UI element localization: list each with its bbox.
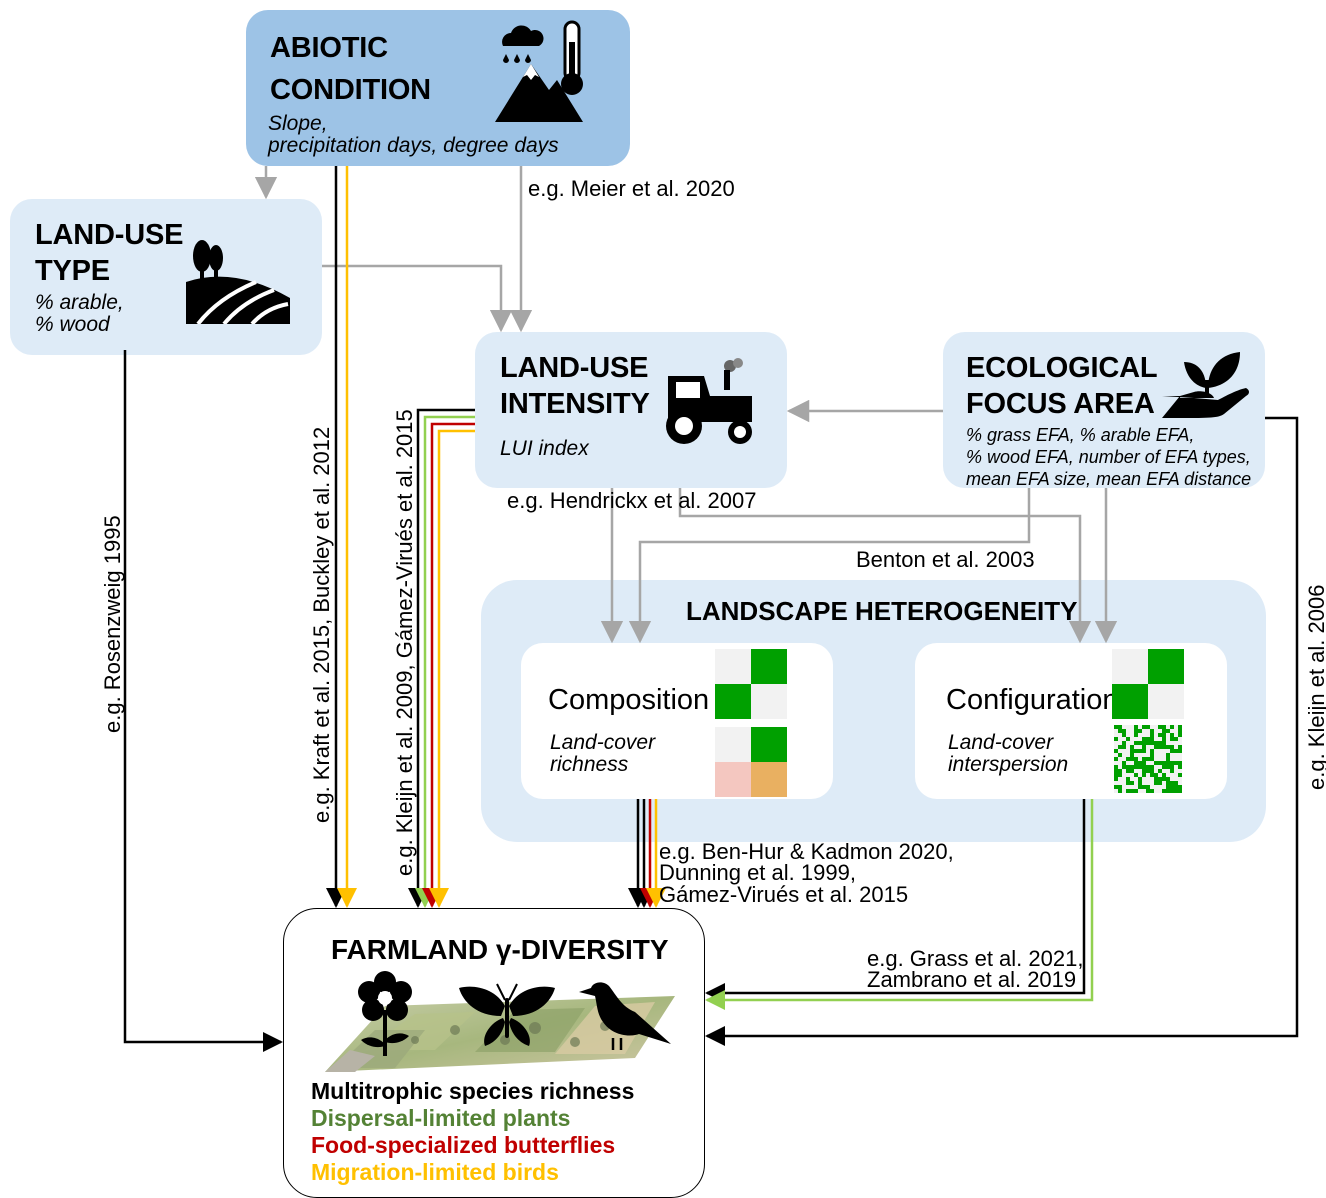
bird-icon	[579, 982, 671, 1050]
composition-title: Composition	[548, 684, 710, 716]
legend-butterflies: Food-specialized butterflies	[311, 1132, 616, 1158]
heterogeneity-title: LANDSCAPE HETEROGENEITY	[686, 596, 1078, 626]
landuse-type-sub-line1: % arable,	[35, 291, 124, 314]
landuse-type-title-line1: LAND-USE	[35, 219, 184, 251]
composition-grid-icon	[715, 649, 787, 797]
legend-multitrophic: Multitrophic species richness	[311, 1078, 635, 1104]
land-use-type-box	[10, 199, 322, 355]
abiotic-sub-line2: precipitation days, degree days	[268, 134, 559, 157]
arrow-landuse-type-to-intensity	[322, 264, 513, 333]
arrow-intensity-to-diversity-birds	[429, 429, 475, 908]
ref-benhur-line2: Dunning et al. 1999,	[659, 860, 856, 885]
diversity-title: FARMLAND γ-DIVERSITY	[331, 934, 669, 965]
plant-in-hand-icon	[1162, 352, 1249, 418]
abiotic-title-line1: ABIOTIC	[270, 32, 388, 64]
efa-title-line1: ECOLOGICAL	[966, 352, 1158, 384]
legend-birds: Migration-limited birds	[311, 1159, 559, 1185]
landuse-type-sub-line2: % wood	[35, 313, 110, 336]
ref-rosenzweig: e.g. Rosenzweig 1995	[100, 515, 125, 733]
efa-sub-line3: mean EFA size, mean EFA distance	[966, 469, 1252, 489]
arrow-configuration-to-diversity-all	[705, 799, 1086, 1003]
ref-benton: Benton et al. 2003	[856, 547, 1035, 572]
abiotic-title-line2: CONDITION	[270, 74, 431, 106]
flower-icon	[358, 971, 412, 1056]
tractor-icon	[666, 358, 752, 444]
arrow-configuration-to-diversity-plants	[705, 799, 1094, 1010]
arrow-landuse-type-to-diversity	[123, 350, 283, 1052]
ref-benhur-line1: e.g. Ben-Hur & Kadmon 2020,	[659, 839, 954, 864]
configuration-sub-line1: Land-cover	[948, 731, 1054, 754]
arrow-efa-to-composition	[628, 488, 1031, 644]
farm-field-icon	[186, 240, 290, 324]
arrow-intensity-to-diversity-butterflies	[422, 422, 475, 908]
ref-grass-line2: Zambrano et al. 2019	[867, 967, 1077, 992]
ref-kleijn-2009: e.g. Kleijn et al. 2009, Gámez-Virués et…	[392, 409, 417, 876]
configuration-grid-icon	[1112, 649, 1184, 793]
ref-kleijn-2006: e.g. Kleijn et al. 2006	[1304, 584, 1326, 790]
butterfly-icon	[459, 983, 555, 1046]
intensity-sub: LUI index	[500, 437, 589, 460]
arrow-intensity-to-configuration	[678, 488, 1092, 644]
mountain-weather-icon	[495, 20, 583, 122]
efa-title-line2: FOCUS AREA	[966, 388, 1155, 420]
configuration-title: Configuration	[946, 684, 1119, 716]
configuration-sub-line2: interspersion	[948, 753, 1069, 776]
arrow-intensity-to-diversity-plants	[415, 415, 475, 908]
efa-sub-line2: % wood EFA, number of EFA types,	[966, 447, 1251, 467]
arrow-intensity-to-diversity-all	[408, 408, 475, 908]
composition-sub-line1: Land-cover	[550, 731, 656, 754]
ref-benhur-line3: Gámez-Virués et al. 2015	[659, 882, 909, 907]
abiotic-sub-line1: Slope,	[268, 112, 328, 135]
landuse-type-title-line2: TYPE	[35, 255, 110, 287]
ref-kraft: e.g. Kraft et al. 2015, Buckley et al. 2…	[309, 426, 334, 823]
legend-plants: Dispersal-limited plants	[311, 1105, 571, 1131]
ref-grass-line1: e.g. Grass et al. 2021,	[867, 946, 1084, 971]
ref-hendrickx: e.g. Hendrickx et al. 2007	[507, 488, 757, 513]
intensity-title-line1: LAND-USE	[500, 352, 649, 384]
intensity-title-line2: INTENSITY	[500, 388, 650, 420]
arrow-efa-to-diversity	[705, 416, 1299, 1046]
composition-sub-line2: richness	[550, 753, 629, 776]
ref-meier: e.g. Meier et al. 2020	[528, 176, 735, 201]
efa-sub-line1: % grass EFA, % arable EFA,	[966, 425, 1195, 445]
